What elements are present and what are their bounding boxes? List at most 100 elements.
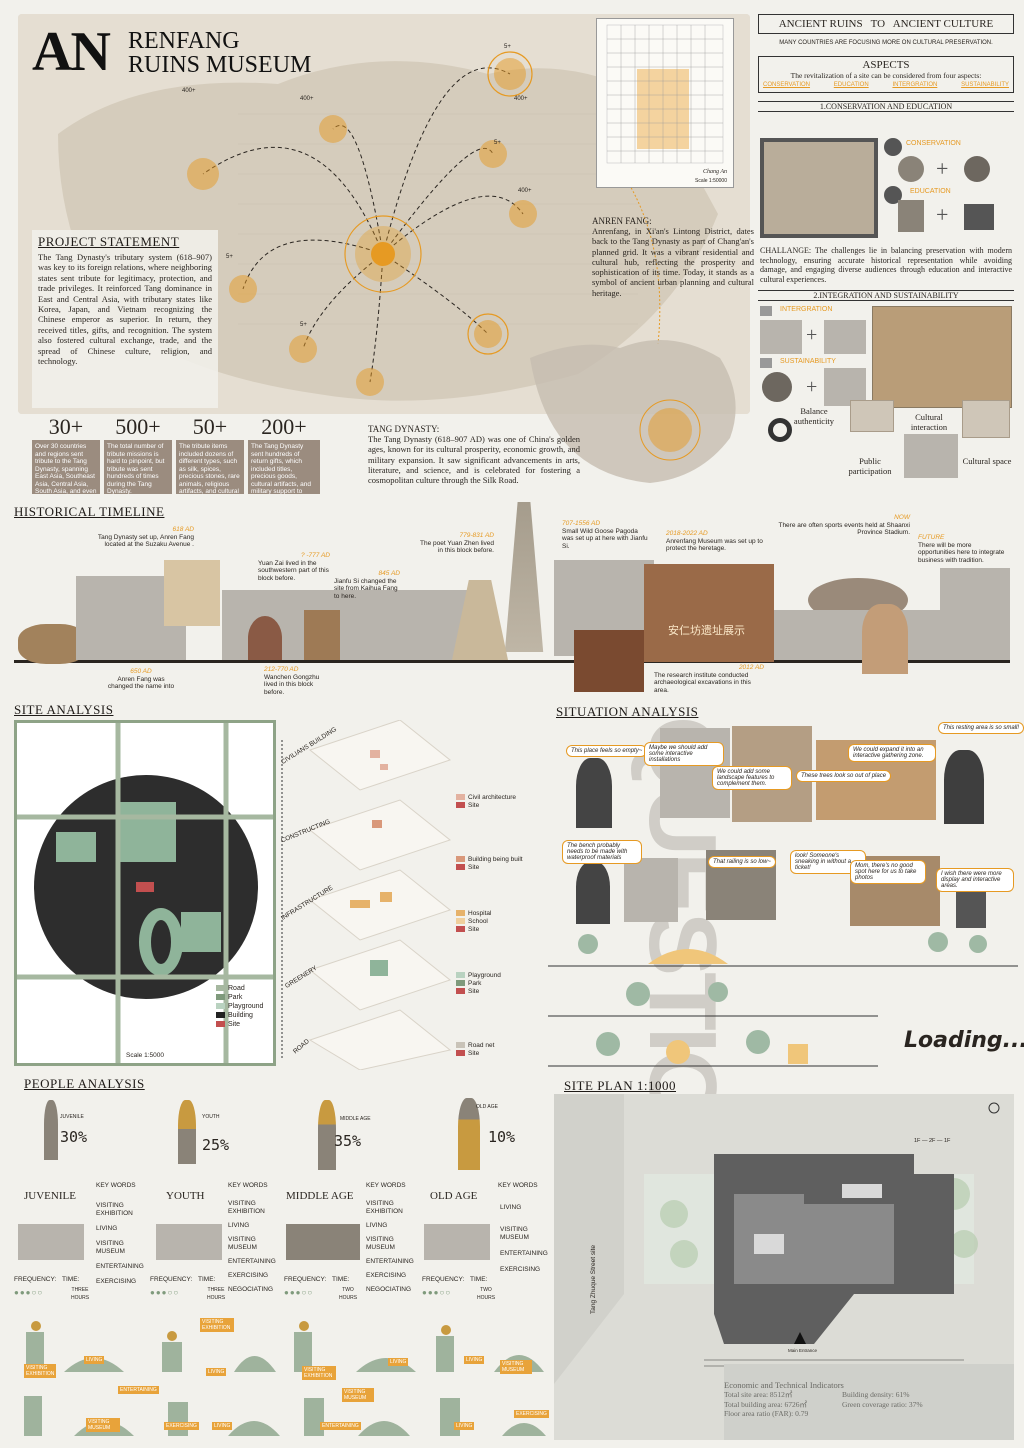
ruins-culture-box: ANCIENT RUINS TO ANCIENT CULTURE	[758, 14, 1014, 34]
indicator: Floor area ratio (FAR): 0.79	[724, 1409, 809, 1418]
keywords-title: KEY WORDS	[96, 1182, 136, 1189]
china-outline	[530, 340, 736, 483]
legend-label: Site	[468, 988, 480, 995]
china-map	[520, 318, 752, 490]
layer-legend-item: School	[456, 918, 491, 926]
event-date: 2018-2022 AD	[666, 530, 708, 537]
legend-swatch	[456, 988, 465, 995]
legend-swatch	[456, 794, 465, 801]
group-tag: OLD AGE	[476, 1104, 498, 1110]
keyword: LIVING	[366, 1222, 388, 1229]
event-date: 212-770 AD	[264, 666, 299, 673]
stat-card: The total number of tribute missions is …	[104, 440, 172, 494]
ruins-subtitle: MANY COUNTRIES ARE FOCUSING MORE ON CULT…	[779, 40, 993, 46]
stat-item: 30+ Over 30 countries and regions sent t…	[32, 414, 100, 494]
stat-number: 30+	[48, 414, 84, 439]
event-date: 845 AD	[378, 570, 400, 577]
site-plan-graphic	[554, 1094, 1014, 1440]
section2-title: 2.INTEGRATION AND SUSTAINABILITY	[758, 290, 1014, 301]
frequency-label: FREQUENCY:	[150, 1276, 193, 1283]
time-label: TIME:	[62, 1276, 80, 1283]
indicator: Building density: 61%	[842, 1390, 910, 1399]
legend-swatch	[456, 1042, 465, 1049]
legend-swatch	[216, 985, 225, 992]
integration-icon	[760, 306, 772, 316]
timeline-event: 2018-2022 AD Anrenfang Museum was set up…	[666, 530, 770, 553]
legend-label: Building	[228, 1012, 253, 1019]
integration-img-2	[824, 320, 866, 354]
conservation-label: CONSERVATION	[906, 140, 961, 147]
timeline-event: FUTURE There will be more opportunities …	[918, 534, 1008, 564]
map-count: 5+	[504, 44, 511, 50]
time-label: TIME:	[470, 1276, 488, 1283]
conservation-icon-1	[898, 156, 924, 182]
event-text: Anrenfang Museum was set up to protect t…	[666, 537, 763, 553]
frequency-dots: ●●●○○	[14, 1288, 44, 1297]
stat-card: The Tang Dynasty sent hundreds of return…	[248, 440, 320, 494]
activity-label: VISITING MUSEUM	[342, 1388, 374, 1402]
education-icon-1	[898, 200, 924, 232]
layer-legend-item: Site	[456, 926, 491, 934]
aspect-sustainability: SUSTAINABILITY	[961, 82, 1009, 88]
activity-label: LIVING	[454, 1422, 475, 1430]
aspects-title: ASPECTS	[862, 59, 910, 71]
interaction-label: Cultural interaction	[910, 412, 948, 432]
frequency-label: FREQUENCY:	[284, 1276, 327, 1283]
stat-number: 500+	[115, 414, 161, 439]
tang-lady-img	[862, 604, 908, 674]
public-img	[850, 400, 894, 432]
challenge-text: CHALLANGE: The challenges lie in balanci…	[760, 246, 1012, 284]
event-date: NOW	[894, 514, 910, 521]
middle-figure	[318, 1100, 336, 1170]
group-name: JUVENILE	[24, 1190, 76, 1202]
site-analysis-title: SITE ANALYSIS	[14, 702, 114, 717]
timeline-event: ? -777 AD Yuan Zai lived in the southwes…	[258, 552, 330, 582]
pyramid-render	[872, 306, 1012, 408]
official-img	[304, 610, 340, 660]
legend-label: Civil architecture	[468, 794, 517, 801]
legend-label: Park	[228, 994, 243, 1001]
group-pct: 25%	[202, 1136, 230, 1154]
situation-people	[576, 758, 612, 828]
layer-graphic	[281, 719, 452, 1071]
frequency-dots: ●●●○○	[150, 1288, 180, 1297]
juvenile-figure	[44, 1100, 58, 1160]
activity-icons	[24, 1321, 546, 1436]
keywords-list: VISITING EXHIBITION LIVING VISITING MUSE…	[228, 1200, 286, 1294]
legend-road: Road	[216, 984, 263, 993]
comment-bubble: We could add some landscape features to …	[712, 766, 792, 790]
activity-label: LIVING	[212, 1422, 233, 1430]
stat-item: 50+ The tribute items included dozens of…	[176, 414, 244, 494]
indicator: Green coverage ratio: 37%	[842, 1399, 923, 1409]
balance-label: Balance authenticity	[793, 406, 835, 426]
event-date: 2012 AD	[738, 664, 764, 671]
activity-label: EXERCISING	[164, 1422, 199, 1430]
activity-label: LIVING	[388, 1358, 409, 1366]
timeline-title: HISTORICAL TIMELINE	[14, 504, 165, 519]
timeline-event: 707-1556 AD Small Wild Goose Pagoda was …	[562, 520, 650, 550]
timeline-strip: 安仁坊遗址展示 618 AD Tang Dynasty set up, Anre…	[14, 502, 1010, 696]
keyword: ENTERTAINING	[96, 1263, 144, 1270]
chang-an-plan: Chang An Scale 1:50000	[596, 18, 734, 188]
space-label: Cultural space	[962, 456, 1012, 466]
education-label: EDUCATION	[910, 188, 951, 195]
legend-label: Hospital	[468, 910, 492, 917]
integration-label: INTERGRATION	[780, 306, 833, 313]
time-value: THREE HOURS	[206, 1287, 226, 1301]
event-date: FUTURE	[918, 534, 945, 541]
magnifier-icon	[768, 418, 792, 442]
map-count: 5+	[226, 254, 233, 260]
timeline-event: NOW There are often sports events held a…	[774, 514, 910, 537]
legend-swatch	[216, 994, 225, 1001]
event-text: There will be more opportunities here to…	[918, 541, 1005, 564]
stat-row: 30+ Over 30 countries and regions sent t…	[32, 414, 320, 496]
aspect-conservation: CONSERVATION	[763, 82, 811, 88]
event-text: Small Wild Goose Pagoda was set up at he…	[562, 527, 648, 550]
legend-swatch	[456, 980, 465, 987]
keyword: VISITING EXHIBITION	[366, 1200, 403, 1215]
legend-label: Road net	[468, 1042, 495, 1049]
keywords-title: KEY WORDS	[498, 1182, 538, 1189]
excavation-img	[574, 630, 644, 692]
title-line2: RUINS MUSEUM	[128, 52, 312, 78]
anren-title: ANREN FANG:	[592, 216, 652, 226]
